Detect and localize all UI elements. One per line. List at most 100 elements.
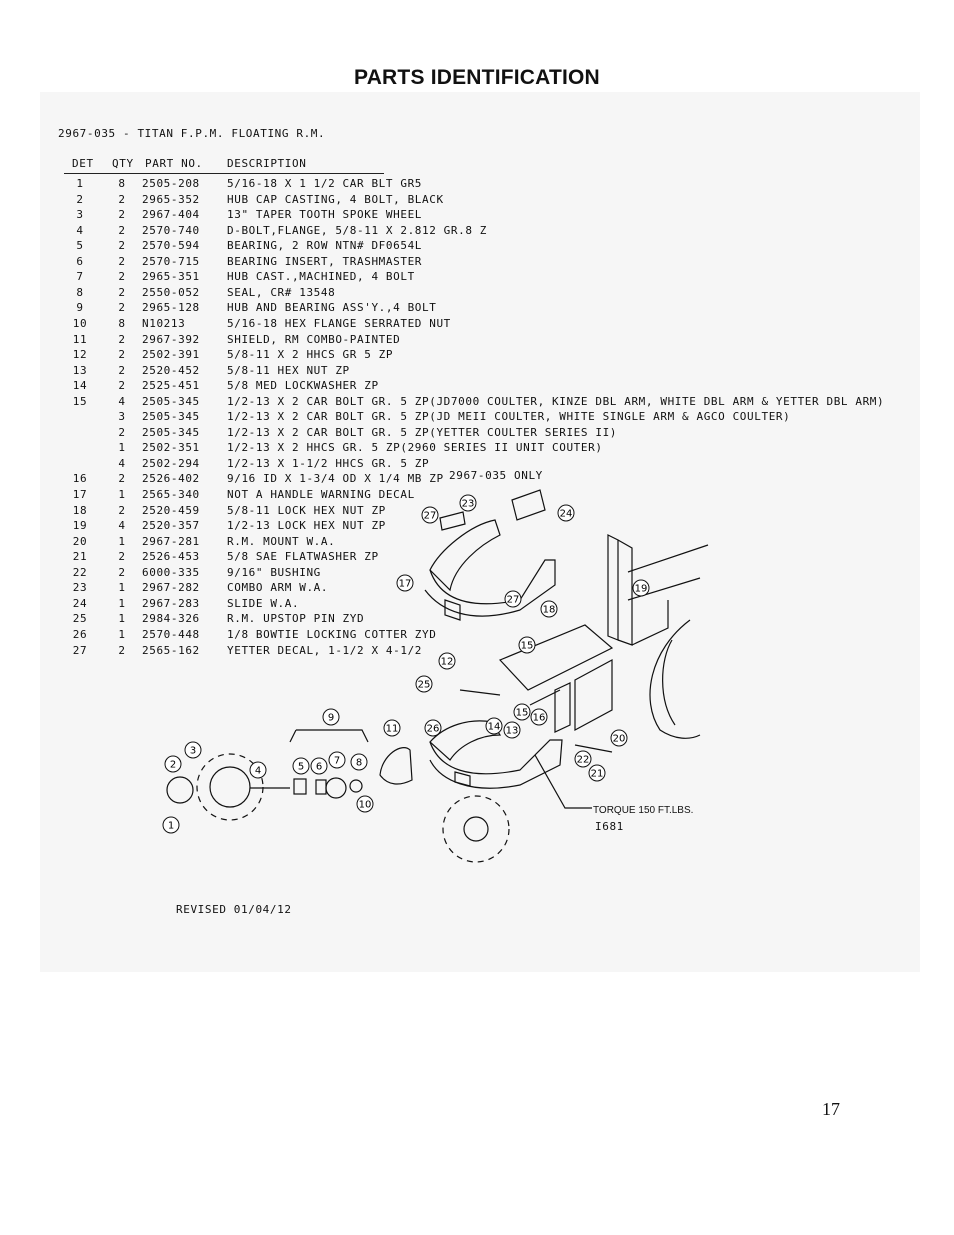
part-no-cell: 2965-352 [142,192,200,206]
qty-cell: 2 [118,270,126,284]
document-subtitle: 2967-035 - TITAN F.P.M. FLOATING R.M. [58,127,326,140]
callout-18: 18 [540,600,558,618]
description-cell: 1/2-13 X 2 CAR BOLT GR. 5 ZP(JD7000 COUL… [227,394,885,408]
part-no-cell: 2570-594 [142,239,200,253]
part-no-cell: 2570-740 [142,223,200,237]
det-cell: 20 [72,534,88,548]
description-cell: 1/2-13 X 2 HHCS GR. 5 ZP(2960 SERIES II … [227,441,603,455]
qty-cell: 1 [118,612,126,626]
callout-label: 27 [507,595,520,606]
description-cell: 5/16-18 HEX FLANGE SERRATED NUT [227,316,451,330]
description-cell: 5/8 MED LOCKWASHER ZP [227,379,379,393]
det-cell: 3 [76,208,84,222]
callout-13: 13 [503,721,521,739]
scan-background [40,92,920,972]
callout-label: 4 [255,766,261,777]
det-cell: 5 [76,239,84,253]
part-no-cell: 2520-452 [142,363,200,377]
part-no-cell: 2967-283 [142,596,200,610]
description-cell: 5/8-11 LOCK HEX NUT ZP [227,503,386,517]
callout-label: 12 [441,657,454,668]
description-cell: 5/8-11 HEX NUT ZP [227,363,350,377]
callout-label: 18 [543,605,556,616]
part-no-cell: 2505-208 [142,177,200,190]
description-cell: SHIELD, RM COMBO-PAINTED [227,332,401,346]
det-cell: 1 [76,177,84,190]
description-cell: SLIDE W.A. [227,596,300,610]
callout-label: 20 [613,734,626,745]
part-no-cell: 2965-351 [142,270,200,284]
description-cell: R.M. UPSTOP PIN ZYD [227,612,365,626]
description-cell: 1/2-13 X 2 CAR BOLT GR. 5 ZP(JD MEII COU… [227,410,791,424]
callout-label: 14 [488,722,501,733]
revised-date: REVISED 01/04/12 [176,903,292,916]
callout-8: 8 [350,753,368,771]
callout-22: 22 [574,750,592,768]
callout-label: 15 [516,708,529,719]
part-no-cell: 2526-402 [142,472,200,486]
part-no-cell: 2520-459 [142,503,200,517]
qty-cell: 1 [118,534,126,548]
callout-14: 14 [485,717,503,735]
callout-label: 13 [506,726,519,737]
description-cell: COMBO ARM W.A. [227,581,329,595]
part-no-cell: 2967-392 [142,332,200,346]
part-no-cell: 2570-715 [142,254,200,268]
description-cell: HUB CAP CASTING, 4 BOLT, BLACK [227,192,444,206]
qty-cell: 2 [118,332,126,346]
table-row: 5 2 2570-594 BEARING, 2 ROW NTN# DF0654L [0,239,900,255]
det-cell: 18 [72,503,88,517]
callout-10: 10 [356,795,374,813]
callout-label: 9 [328,713,334,724]
header-det: DET [72,157,94,170]
qty-cell: 2 [118,472,126,486]
callout-21: 21 [588,764,606,782]
description-cell: BEARING, 2 ROW NTN# DF0654L [227,239,423,253]
det-cell: 8 [76,285,84,299]
callout-label: 10 [359,800,372,811]
header-description: DESCRIPTION [227,157,307,170]
part-no-cell: 2505-345 [142,410,200,424]
callout-label: 22 [577,755,590,766]
callout-1: 1 [162,816,180,834]
qty-cell: 2 [118,223,126,237]
header-qty: QTY [112,157,134,170]
det-cell: 21 [72,550,88,564]
part-no-cell: 2505-345 [142,394,200,408]
table-row: 25 1 2984-326 R.M. UPSTOP PIN ZYD [0,612,900,628]
part-no-cell: 2967-281 [142,534,200,548]
callout-label: 6 [316,762,322,773]
callout-label: 5 [298,762,304,773]
qty-cell: 2 [118,239,126,253]
det-cell: 16 [72,472,88,486]
header-part-no: PART NO. [145,157,203,170]
qty-cell: 1 [118,627,126,641]
part-no-cell: N10213 [142,316,186,330]
det-cell: 10 [72,316,88,330]
det-cell: 6 [76,254,84,268]
callout-label: 21 [591,769,604,780]
part-no-cell: 2984-326 [142,612,200,626]
callout-label: 25 [418,680,431,691]
callout-15: 15 [518,636,536,654]
det-cell: 25 [72,612,88,626]
qty-cell: 2 [118,348,126,362]
description-cell: 13" TAPER TOOTH SPOKE WHEEL [227,208,423,222]
part-no-cell: 6000-335 [142,565,200,579]
torque-note: TORQUE 150 FT.LBS. [593,805,694,816]
callout-label: 1 [168,821,174,832]
qty-cell: 2 [118,285,126,299]
det-cell: 2 [76,192,84,206]
only-note: 2967-035 ONLY [449,469,543,482]
